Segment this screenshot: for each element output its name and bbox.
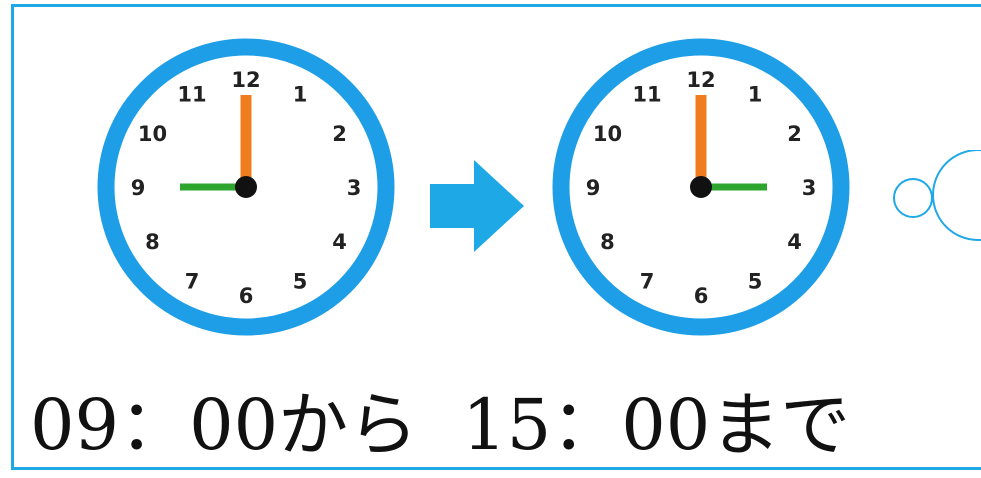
dial-number: 6 bbox=[239, 284, 254, 308]
time-range-caption: 09：00から 15：00まで bbox=[30, 380, 850, 470]
dial-number: 6 bbox=[694, 284, 709, 308]
dial-number: 12 bbox=[686, 68, 715, 92]
dial-number: 10 bbox=[593, 122, 622, 146]
dial-number: 3 bbox=[802, 176, 817, 200]
dial-number: 12 bbox=[231, 68, 260, 92]
until-text: まで bbox=[710, 384, 851, 466]
right-arrow-icon bbox=[430, 160, 526, 256]
dial-number: 8 bbox=[145, 230, 160, 254]
dial-number: 2 bbox=[787, 122, 802, 146]
dial-number: 11 bbox=[177, 82, 206, 106]
center-pin bbox=[690, 176, 712, 198]
content-frame bbox=[11, 4, 981, 470]
dial-number: 7 bbox=[185, 270, 200, 294]
end-time-text: 15：00 bbox=[462, 384, 711, 466]
dial-number: 5 bbox=[748, 270, 763, 294]
dial-number: 4 bbox=[787, 230, 802, 254]
dial-number: 4 bbox=[332, 230, 347, 254]
dial-number: 9 bbox=[131, 176, 146, 200]
dial-number: 11 bbox=[632, 82, 661, 106]
right-arrow-shape bbox=[430, 160, 524, 252]
dial-number: 5 bbox=[293, 270, 308, 294]
from-text: から bbox=[278, 384, 419, 466]
dial-number: 2 bbox=[332, 122, 347, 146]
clock-face-icon: 12 12 3 45 6 7 8 9 10 11 bbox=[552, 38, 850, 336]
center-pin bbox=[235, 176, 257, 198]
dial-number: 7 bbox=[640, 270, 655, 294]
dial-number: 1 bbox=[293, 82, 308, 106]
start-time-text: 09：00 bbox=[30, 384, 279, 466]
dial-number: 10 bbox=[138, 122, 167, 146]
dial-number: 1 bbox=[748, 82, 763, 106]
dial-number: 8 bbox=[600, 230, 615, 254]
dial-number: 9 bbox=[586, 176, 601, 200]
clock-face-icon: 12 12 3 45 6 7 8 9 10 11 bbox=[97, 38, 395, 336]
dial-number: 3 bbox=[347, 176, 362, 200]
partial-circles-icon bbox=[888, 149, 981, 254]
